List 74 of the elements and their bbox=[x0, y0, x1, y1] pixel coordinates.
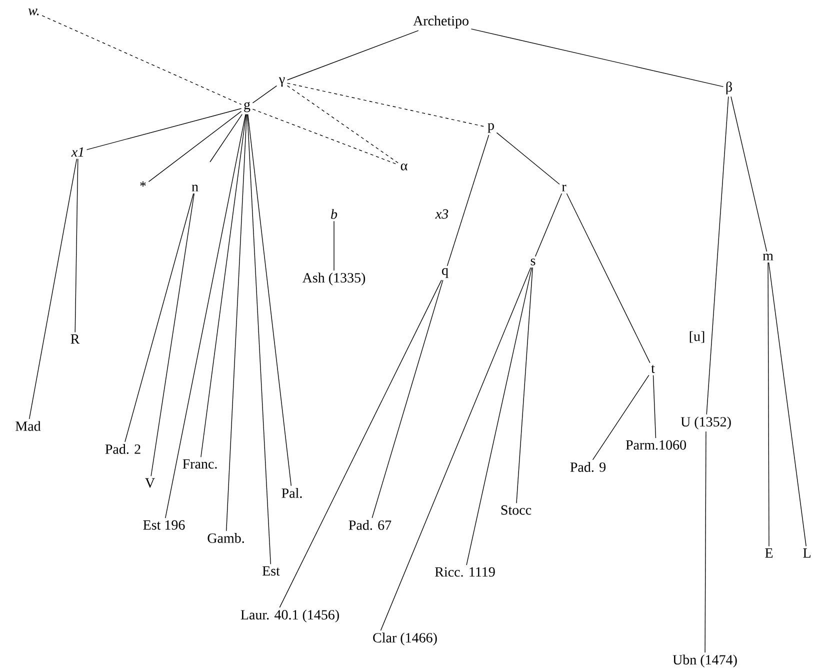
manuscript-label: m bbox=[762, 254, 774, 260]
stemma-line bbox=[247, 114, 271, 564]
manuscript-label: L bbox=[803, 548, 810, 558]
manuscript-label: Franc. bbox=[182, 459, 217, 469]
manuscript-label: Parm.1060 bbox=[626, 440, 686, 450]
stemma-line bbox=[226, 114, 247, 532]
stemma-line bbox=[470, 28, 724, 88]
manuscript-label: q bbox=[442, 268, 448, 278]
manuscript-label: U (1352) bbox=[680, 416, 731, 430]
stemma-line bbox=[286, 30, 419, 80]
manuscript-label: Pal. bbox=[282, 488, 302, 498]
stemma-line bbox=[28, 158, 78, 420]
manuscript-label: γ bbox=[278, 77, 285, 87]
manuscript-label: b bbox=[331, 209, 338, 219]
stemma-line bbox=[592, 374, 650, 460]
stemma-line bbox=[730, 96, 768, 252]
manuscript-label: Gamb. bbox=[208, 533, 244, 543]
stemma-line bbox=[380, 267, 532, 631]
stemma-line bbox=[252, 85, 278, 104]
manuscript-label: g bbox=[244, 102, 250, 112]
manuscript-label: Ricc. 1119 bbox=[435, 567, 495, 577]
manuscript-label: Clar (1466) bbox=[373, 632, 437, 646]
manuscript-label: * bbox=[140, 181, 146, 187]
manuscript-label: V bbox=[145, 478, 155, 488]
manuscript-label: w. bbox=[28, 8, 39, 16]
manuscript-label: Pad. 67 bbox=[348, 520, 392, 530]
bracket-label: [u] bbox=[690, 331, 704, 343]
stemma-line bbox=[652, 374, 656, 438]
stemma-line bbox=[516, 267, 533, 504]
stemma-line bbox=[165, 114, 246, 518]
stemma-line bbox=[566, 193, 650, 364]
stemma-line bbox=[768, 262, 806, 547]
stemma-line bbox=[148, 110, 242, 182]
manuscript-label: Archetipo bbox=[413, 16, 468, 28]
stemma-line bbox=[286, 85, 398, 164]
manuscript-label: Mad bbox=[16, 421, 41, 431]
stemma-line bbox=[534, 193, 562, 257]
stemma-line bbox=[466, 267, 532, 566]
stemma-line bbox=[86, 108, 242, 150]
manuscript-label: r bbox=[562, 184, 566, 192]
stemma-line bbox=[210, 114, 242, 162]
stemma-line bbox=[248, 114, 292, 486]
manuscript-label: x1 bbox=[71, 147, 84, 157]
manuscript-label: Laur. 40.1 (1456) bbox=[240, 610, 339, 622]
manuscript-label: n bbox=[192, 184, 198, 192]
manuscript-label: Ubn (1474) bbox=[672, 654, 737, 668]
manuscript-label: α bbox=[400, 164, 408, 170]
stemma-line bbox=[42, 15, 242, 105]
stemma-line bbox=[279, 280, 442, 608]
stemma-line bbox=[124, 193, 194, 442]
manuscript-label: Est 196 bbox=[143, 520, 185, 530]
manuscript-label: Ash (1335) bbox=[302, 272, 366, 286]
stemma-line bbox=[496, 132, 560, 185]
manuscript-label: E bbox=[765, 548, 773, 558]
stemma-line bbox=[706, 96, 729, 415]
manuscript-label: Stocc bbox=[501, 505, 532, 515]
stemma-line bbox=[74, 158, 78, 333]
manuscript-label: β bbox=[726, 82, 732, 94]
manuscript-label: t bbox=[651, 365, 655, 374]
manuscript-label: Est bbox=[262, 566, 280, 576]
manuscript-label: R bbox=[70, 334, 80, 344]
stemma-line bbox=[768, 262, 770, 547]
stemma-line bbox=[286, 82, 486, 128]
manuscript-label: Pad. 9 bbox=[570, 462, 606, 472]
stemma-line bbox=[446, 134, 490, 266]
manuscript-label: Pad. 2 bbox=[105, 444, 140, 454]
stemma-line bbox=[200, 114, 246, 458]
manuscript-label: x3 bbox=[435, 209, 448, 219]
stemma-line bbox=[150, 193, 195, 476]
stemma-line bbox=[372, 280, 444, 518]
manuscript-label: s bbox=[530, 258, 536, 266]
stemma-line bbox=[252, 108, 398, 166]
stemma-line bbox=[704, 431, 706, 653]
manuscript-label: p bbox=[488, 123, 494, 133]
